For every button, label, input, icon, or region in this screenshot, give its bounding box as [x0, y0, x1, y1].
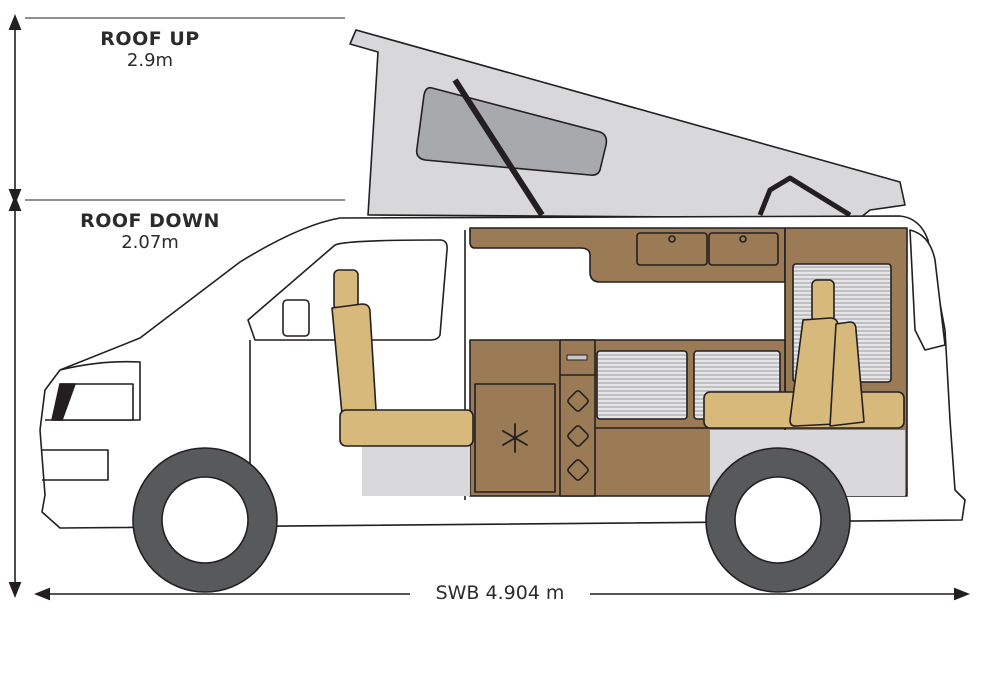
- hob-knob-icon: [567, 390, 589, 481]
- rear-wheel: [705, 447, 851, 593]
- snowflake-icon: [502, 423, 528, 453]
- roof-up-label: ROOF UP 2.9m: [60, 28, 240, 71]
- roof-down-label: ROOF DOWN 2.07m: [60, 210, 240, 253]
- roof-up-value: 2.9m: [126, 50, 174, 71]
- front-wheel: [132, 447, 278, 593]
- length-label: SWB 4.904 m: [410, 582, 590, 604]
- front-swivel-seat: [331, 269, 474, 447]
- roof-down-title: ROOF DOWN: [80, 210, 220, 232]
- roof-down-value: 2.07m: [121, 232, 179, 253]
- roof-up-title: ROOF UP: [100, 28, 200, 50]
- pop-top-roof: [349, 29, 906, 219]
- rear-bench-seat: [703, 279, 905, 429]
